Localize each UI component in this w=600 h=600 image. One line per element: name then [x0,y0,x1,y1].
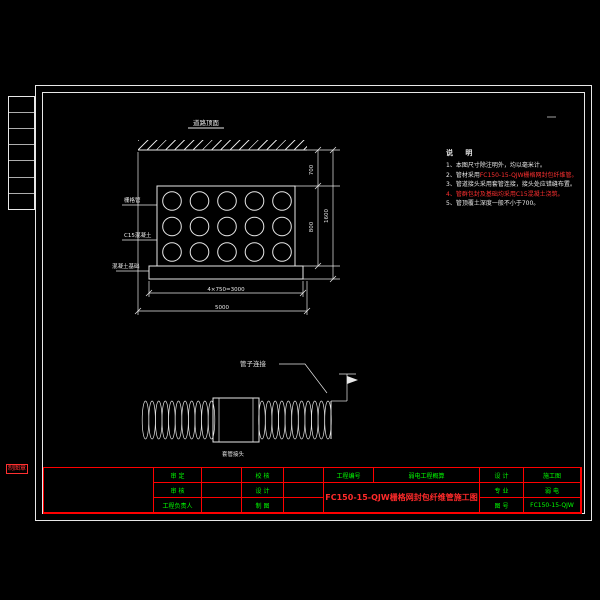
leader-label-foundation: 混凝土基础 [112,262,140,270]
foundation-slab [148,265,304,280]
figure-number-label: 图 号 [480,498,524,513]
titleblock-signature-cell [202,468,242,483]
notes-panel: 说 明 1、本图尺寸除注明外，均以毫米计。 2、管材采用FC150-15-QJW… [446,148,586,209]
pipe-title-leader [279,363,328,394]
note-text: 2、管材采用 [446,171,480,179]
note-text-red: FC150-15-QJW栅格网封包纤维管。 [479,171,578,179]
titleblock-label: 校 核 [242,468,284,483]
project-number-value: 弱电工程概算 [374,468,480,483]
project-number-label: 工程编号 [324,468,374,483]
drawing-stamp: 制图章 [6,464,29,474]
vertical-dimensions: 700 800 1600 [309,146,337,283]
note-item: 2、管材采用FC150-15-QJW栅格网封包纤维管。 [446,171,586,181]
titleblock-label: 工程负责人 [154,498,202,513]
note-item: 5、管顶覆土深度一般不小于700。 [446,199,586,209]
note-item: 1、本图尺寸除注明外，均以毫米计。 [446,161,586,171]
conduit-circles [162,191,292,262]
major-value: 弱 电 [524,483,581,498]
corrugation-left [141,400,216,440]
coupler-label: 套管接头 [222,450,245,458]
titleblock-label: 审 定 [154,468,202,483]
titleblock-company-cell [44,468,154,513]
note-text-red: 4、管群包封及基础均采用C15混凝土浇筑。 [446,190,564,198]
note-item: 4、管群包封及基础均采用C15混凝土浇筑。 [446,190,586,200]
corrugation-right [258,400,332,440]
notes-header: 说 明 [446,149,478,157]
pipe-view-title: 管子连接 [240,359,267,368]
dim-total-height: 1600 [324,209,330,223]
duct-bank-envelope [156,185,296,267]
leader-label-pipes: 栅格管 [124,196,141,204]
titleblock-signature-cell [202,498,242,513]
stage-value: 施工图 [524,468,581,483]
duct-bank-section: 道路顶面 [112,118,340,315]
note-item: 3、管道接头采用套管连接，接头处应错缝布置。 [446,180,586,190]
titleblock-signature-cell [284,483,324,498]
titleblock-signature-cell [284,498,324,513]
note-text: 3、管道接头采用套管连接，接头处应错缝布置。 [446,181,576,188]
titleblock-signature-cell [284,468,324,483]
titleblock-label: 设 计 [242,483,284,498]
note-text: 1、本图尺寸除注明外，均以毫米计。 [446,162,546,169]
dim-bank-height: 800 [309,221,315,232]
stage-label: 设 计 [480,468,524,483]
section-title: 道路顶面 [193,118,220,127]
note-text: 5、管顶覆土深度一般不小于700。 [446,200,540,207]
titleblock-label: 审 核 [154,483,202,498]
horizontal-dimensions: 4×750=3000 5000 [134,152,311,315]
title-block: 审 定 校 核 工程编号 弱电工程概算 设 计 施工图 审 核 设 计 FC15… [43,467,582,514]
soil-hatch [138,140,307,150]
titleblock-label: 制 图 [242,498,284,513]
major-label: 专 业 [480,483,524,498]
pipe-joint-view: 管子连接 [141,359,358,458]
dim-trench-width: 5000 [215,305,229,311]
leader-label-concrete: C15混凝土 [124,231,152,239]
leader-labels: 栅格管 C15混凝土 混凝土基础 [112,196,157,272]
revision-table [8,96,35,210]
titleblock-signature-cell [202,483,242,498]
dim-base-width: 4×750=3000 [207,287,245,293]
end-marker-flag [330,373,358,439]
figure-number-value: FC150-15-QJW [524,498,581,513]
drawing-title: FC150-15-QJW栅格网封包纤维管施工图 [324,483,480,513]
coupler-sleeve [212,397,260,443]
dim-cover: 700 [309,164,315,175]
